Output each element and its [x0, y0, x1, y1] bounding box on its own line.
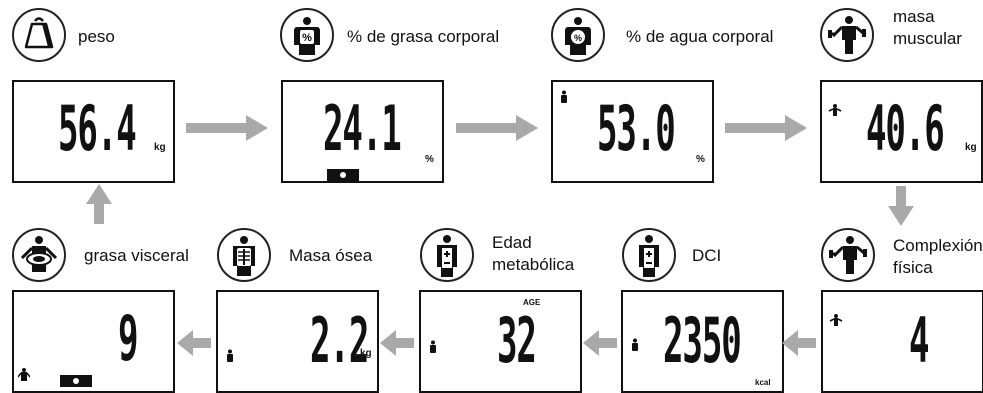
muscle-icon-circle [820, 8, 874, 62]
weight-label: peso [78, 27, 115, 46]
dci-value: 2350 [663, 304, 742, 377]
muscle-icon [828, 16, 866, 54]
weight-unit: kg [154, 142, 166, 153]
indicator-bar [327, 169, 359, 181]
physique-icon [829, 236, 867, 274]
svg-text:%: % [302, 32, 312, 44]
arrow-left [782, 330, 816, 356]
bone-mass-label: Masa ósea [289, 246, 373, 265]
indicator-bar [60, 375, 92, 387]
body-fat-value: 24.1 [323, 92, 402, 165]
dci-label: DCI [692, 246, 722, 265]
arrow-down [888, 186, 914, 226]
body-water-display: 53.0 % [551, 80, 714, 183]
body-water-icon: % [565, 17, 591, 55]
arrow-up [86, 184, 112, 224]
visceral-fat-icon [20, 236, 58, 272]
metabolic-age-icon [437, 235, 457, 277]
weight-icon [24, 17, 54, 49]
bone-mass-value: 2.2 [310, 304, 369, 377]
bone-mass-icon-circle [217, 228, 271, 282]
bone-mass-display: 2.2 kg [216, 290, 379, 393]
bone-mass-icon [233, 236, 255, 276]
age-tag: AGE [523, 298, 541, 307]
visceral-fat-icon-circle [12, 228, 66, 282]
person-icon [227, 349, 233, 362]
metabolic-age-label-line1: Edad [492, 233, 532, 252]
body-fat-unit: % [425, 154, 434, 165]
muscle-mini-icon [829, 314, 843, 326]
weight-display: 56.4 kg [12, 80, 175, 183]
metabolic-age-display: AGE 32 [419, 290, 582, 393]
dci-unit: kcal [755, 378, 771, 387]
arrow-left [380, 330, 414, 356]
physique-display: 4 [821, 290, 983, 393]
body-water-icon-circle: % [551, 8, 605, 62]
arrow-left [177, 330, 211, 356]
visceral-fat-value: 9 [118, 302, 139, 375]
body-water-unit: % [696, 154, 705, 165]
weight-value: 56.4 [58, 92, 137, 165]
weight-icon-circle [12, 8, 66, 62]
physique-icon-circle [821, 228, 875, 282]
person-icon [632, 338, 638, 351]
muscle-display: 40.6 kg [820, 80, 983, 183]
metabolic-age-icon-circle [420, 228, 474, 282]
muscle-label-line2: muscular [893, 29, 962, 48]
dci-icon [639, 235, 659, 277]
body-fat-display: 24.1 % [281, 80, 444, 183]
metabolic-age-value: 32 [497, 304, 537, 377]
body-water-label: % de agua corporal [626, 27, 774, 46]
physique-value: 4 [909, 304, 930, 377]
body-fat-icon-circle: % [280, 8, 334, 62]
svg-text:%: % [574, 33, 582, 43]
person-icon [561, 90, 567, 103]
muscle-mini-icon [828, 104, 842, 116]
arrow-right [186, 115, 268, 141]
visceral-fat-label: grasa visceral [84, 246, 189, 265]
visceral-fat-display: 9 [12, 290, 175, 393]
person-icon [430, 340, 436, 353]
physique-label-line2: física [893, 258, 933, 277]
muscle-unit: kg [965, 142, 977, 153]
muscle-label-line1: masa [893, 7, 935, 26]
body-fat-icon: % [294, 17, 320, 55]
muscle-value: 40.6 [866, 92, 945, 165]
body-fat-label: % de grasa corporal [347, 27, 500, 46]
body-water-value: 53.0 [597, 92, 676, 165]
dci-display: 2350 kcal [621, 290, 784, 393]
dci-icon-circle [622, 228, 676, 282]
physique-label-line1: Complexión [893, 236, 983, 255]
metabolic-age-label-line2: metabólica [492, 255, 575, 274]
bone-mass-unit: kg [360, 348, 372, 359]
arrow-left [583, 330, 617, 356]
arrow-right [725, 115, 807, 141]
arrow-right [456, 115, 538, 141]
visceral-mini-icon [18, 368, 30, 381]
